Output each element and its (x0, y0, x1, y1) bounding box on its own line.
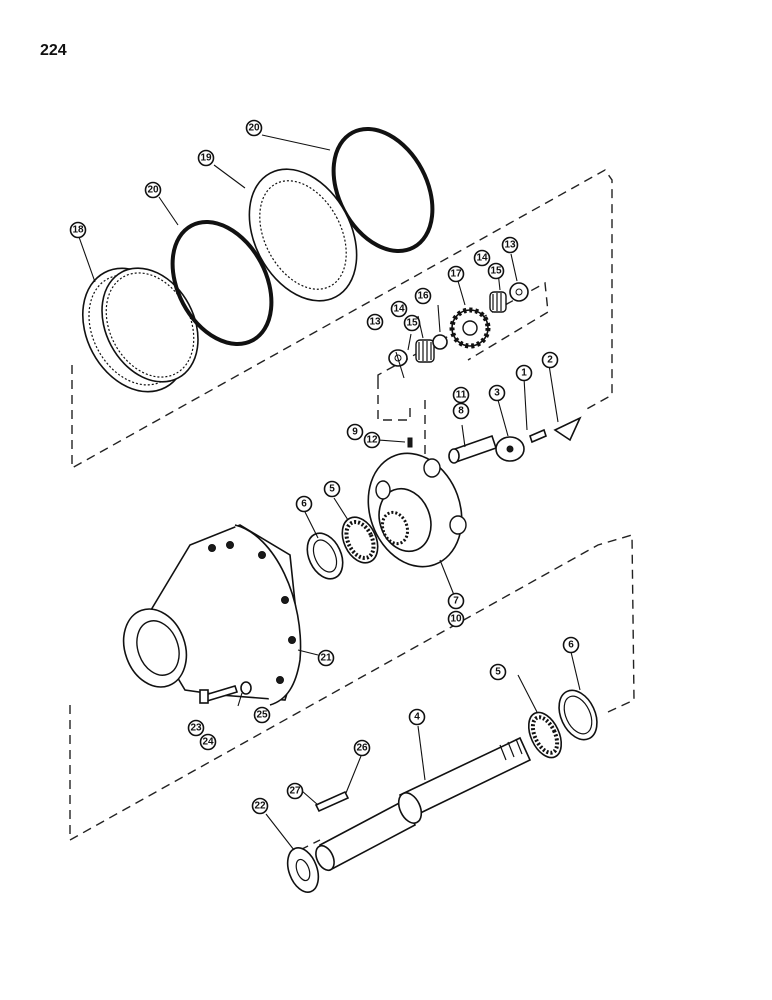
svg-text:10: 10 (450, 614, 462, 625)
svg-text:3: 3 (494, 388, 500, 399)
svg-text:4: 4 (414, 712, 420, 723)
svg-text:20: 20 (147, 185, 159, 196)
svg-text:5: 5 (495, 667, 501, 678)
svg-text:12: 12 (366, 435, 378, 446)
key-27 (314, 790, 350, 813)
callout-23: 23 (187, 719, 205, 737)
callout-15-right: 15 (487, 262, 505, 280)
svg-text:19: 19 (200, 153, 212, 164)
planet-carrier-7 (367, 452, 467, 568)
svg-text:27: 27 (289, 786, 301, 797)
svg-text:14: 14 (476, 253, 488, 264)
ring-gear-18 (81, 267, 199, 393)
callout-11: 11 (452, 386, 470, 404)
callout-16: 16 (414, 287, 432, 305)
callout-18: 18 (69, 221, 87, 239)
svg-text:6: 6 (301, 499, 307, 510)
callout-15-left: 15 (403, 314, 421, 332)
svg-text:8: 8 (458, 406, 464, 417)
callout-26: 26 (353, 739, 371, 757)
shaft-4 (315, 736, 532, 872)
callout-19: 19 (197, 149, 215, 167)
svg-text:25: 25 (256, 710, 268, 721)
svg-text:21: 21 (320, 653, 332, 664)
pin-and-washer-group (407, 416, 582, 464)
callout-17: 17 (447, 265, 465, 283)
disc-19 (248, 168, 358, 302)
callout-12: 12 (363, 431, 381, 449)
housing-21 (122, 524, 302, 706)
callout-2: 2 (541, 351, 559, 369)
callout-13-right: 13 (501, 236, 519, 254)
callout-22: 22 (251, 797, 269, 815)
svg-text:18: 18 (72, 225, 84, 236)
callout-6-upper: 6 (295, 495, 313, 513)
svg-text:16: 16 (417, 291, 429, 302)
bearing-lower (527, 689, 598, 759)
callout-27: 27 (286, 782, 304, 800)
svg-text:24: 24 (202, 737, 214, 748)
callout-8: 8 (452, 402, 470, 420)
svg-text:7: 7 (453, 596, 459, 607)
callout-24: 24 (199, 733, 217, 751)
callouts: 1 2 3 4 5 5 6 6 7 8 9 10 11 12 13 13 14 … (69, 119, 580, 815)
svg-text:22: 22 (254, 801, 266, 812)
bolt-23 (199, 681, 252, 704)
planet-gear-stack (388, 282, 529, 367)
callout-20-right: 20 (245, 119, 263, 137)
svg-text:1: 1 (521, 368, 527, 379)
svg-text:17: 17 (450, 269, 462, 280)
svg-text:2: 2 (547, 355, 553, 366)
callout-13-left: 13 (366, 313, 384, 331)
callout-4: 4 (408, 708, 426, 726)
callout-14-right: 14 (473, 249, 491, 267)
o-ring-20-left (170, 220, 274, 346)
thrust-washer-22 (286, 847, 320, 893)
callout-9: 9 (346, 423, 364, 441)
svg-text:20: 20 (248, 123, 260, 134)
svg-text:13: 13 (504, 240, 516, 251)
callout-6-lower: 6 (562, 636, 580, 654)
svg-text:5: 5 (329, 484, 335, 495)
svg-text:15: 15 (406, 318, 418, 329)
callout-5-lower: 5 (489, 663, 507, 681)
callout-5-upper: 5 (323, 480, 341, 498)
page-number: 224 (40, 42, 67, 59)
leader-lines (78, 134, 581, 851)
callout-21: 21 (317, 649, 335, 667)
callout-10: 10 (447, 610, 465, 628)
svg-text:11: 11 (456, 390, 467, 401)
svg-text:13: 13 (369, 317, 381, 328)
bearing-upper (306, 516, 379, 580)
svg-text:23: 23 (190, 723, 202, 734)
svg-text:26: 26 (356, 743, 368, 754)
svg-text:14: 14 (393, 304, 405, 315)
callout-20-left: 20 (144, 181, 162, 199)
callout-25: 25 (253, 706, 271, 724)
callout-1: 1 (515, 364, 533, 382)
callout-14-left: 14 (390, 300, 408, 318)
svg-text:9: 9 (352, 427, 358, 438)
callout-3: 3 (488, 384, 506, 402)
callout-7: 7 (447, 592, 465, 610)
svg-text:6: 6 (568, 640, 574, 651)
svg-text:15: 15 (490, 266, 502, 277)
